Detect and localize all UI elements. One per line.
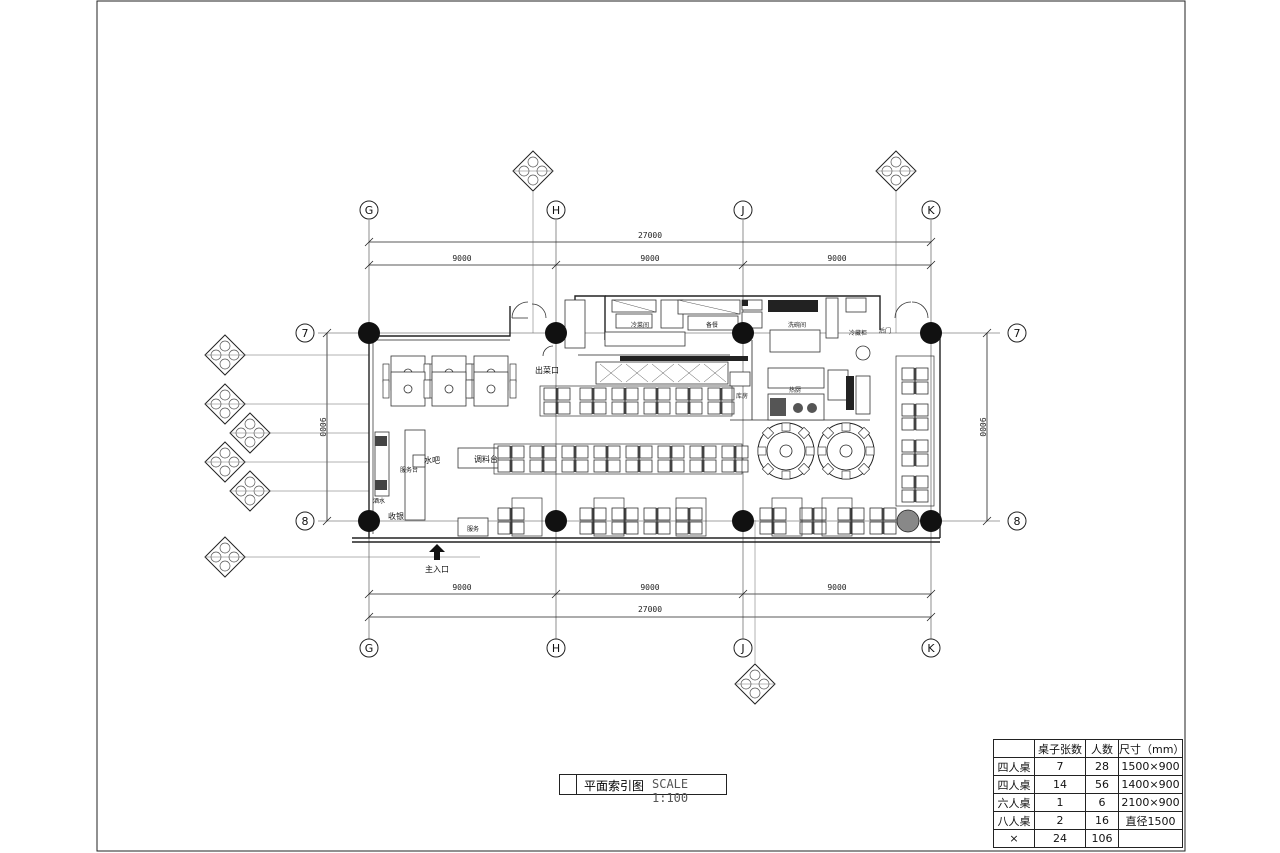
table-frames (493, 355, 935, 537)
label-storage: 库房 (736, 392, 748, 400)
index-leaders (245, 192, 897, 663)
table-row: 八人桌 2 16 直径1500 (993, 811, 1183, 830)
axis-8-left: 8 (302, 515, 309, 528)
dim-top-2: 9000 (640, 254, 659, 263)
kitchen-equipment (374, 297, 871, 537)
plant (896, 509, 920, 533)
table-cell: 四人桌 (993, 775, 1035, 794)
table-cell: 1400×900 (1118, 775, 1183, 794)
structural-columns (358, 322, 942, 532)
table-cell: 2100×900 (1118, 793, 1183, 812)
caption-title: 平面索引图 (584, 779, 645, 793)
axis-H-top: H (552, 204, 560, 217)
axis-G-bottom: G (365, 642, 374, 655)
kitchen-dark-fixtures (375, 300, 854, 490)
dim-bottom-2: 9000 (640, 583, 659, 592)
table-header-row: 桌子张数 人数 尺寸（mm） (993, 739, 1184, 758)
table-row: × 24 106 (993, 829, 1183, 848)
axis-8-right: 8 (1014, 515, 1021, 528)
bottom-dimensions (364, 589, 936, 622)
axis-H-bottom: H (552, 642, 560, 655)
caption-scale: SCALE 1:100 (652, 777, 689, 805)
table-cell: × (993, 829, 1035, 848)
doors (511, 301, 929, 357)
table-cell: 16 (1085, 811, 1119, 830)
dim-bottom-3: 9000 (827, 583, 846, 592)
label-main-entrance: 主入口 (425, 564, 449, 574)
drawing-caption: 平面索引图 SCALE 1:100 (559, 774, 727, 805)
kitchen-counter-lines (599, 299, 741, 383)
table-cell: 106 (1085, 829, 1119, 848)
table-cell: 2 (1034, 811, 1086, 830)
table-header-cell (993, 739, 1035, 758)
top-dimensions (364, 237, 936, 270)
seating-legend-table: 桌子张数 人数 尺寸（mm） 四人桌 7 28 1500×900 四人桌 14 … (993, 739, 1184, 848)
dim-right: 9000 (978, 417, 987, 436)
axis-J-bottom: J (740, 642, 744, 655)
caption-divider (576, 775, 577, 794)
dim-bottom-1: 9000 (452, 583, 471, 592)
side-dimensions (322, 328, 992, 526)
dim-top-1: 9000 (452, 254, 471, 263)
index-markers (204, 150, 917, 705)
label-drinks: 水吧 (424, 455, 440, 465)
axis-7-right: 7 (1014, 327, 1021, 340)
table-cell: 6 (1085, 793, 1119, 812)
table-cell: 八人桌 (993, 811, 1035, 830)
label-cold-dish: 冷菜间 (631, 321, 649, 329)
booth-seating (382, 355, 517, 407)
walls (352, 295, 941, 543)
table-cell (1118, 829, 1183, 848)
dim-top-3: 9000 (827, 254, 846, 263)
dim-left: 9000 (318, 417, 327, 436)
label-service-stn: 服务台 (400, 466, 418, 474)
table-cell: 28 (1085, 757, 1119, 776)
axis-7-left: 7 (302, 327, 309, 340)
table-cell: 7 (1034, 757, 1086, 776)
label-wine: 酒水 (373, 497, 385, 505)
axis-grid (318, 220, 1000, 640)
table-cell: 1 (1034, 793, 1086, 812)
table-cell: 六人桌 (993, 793, 1035, 812)
label-hot-kitchen: 热厨 (789, 386, 801, 394)
dim-top-total: 27000 (638, 231, 662, 240)
table-header-cell: 桌子张数 (1034, 739, 1086, 758)
table-cell: 四人桌 (993, 757, 1035, 776)
label-exit-dish: 出菜口 (535, 365, 559, 375)
label-waiter: 服务 (467, 525, 479, 533)
table-row: 四人桌 7 28 1500×900 (993, 757, 1183, 776)
table-row: 六人桌 1 6 2100×900 (993, 793, 1183, 812)
axis-G-top: G (365, 204, 374, 217)
table-row: 四人桌 14 56 1400×900 (993, 775, 1183, 794)
table-cell: 14 (1034, 775, 1086, 794)
label-chill: 冷藏柜 (849, 329, 867, 337)
table-cell: 24 (1034, 829, 1086, 848)
axis-K-top: K (927, 204, 935, 217)
main-entrance-arrow (429, 544, 445, 560)
label-back-door: 后门 (879, 327, 891, 335)
table-header-cell: 人数 (1085, 739, 1119, 758)
axis-bubbles: G H J K G H J K 7 8 7 8 (295, 200, 1027, 658)
sheet-border (96, 0, 1186, 852)
axis-K-bottom: K (927, 642, 935, 655)
label-cashier: 收银 (388, 511, 404, 521)
label-pantry: 备餐 (706, 321, 718, 329)
table-cell: 直径1500 (1118, 811, 1183, 830)
dim-bottom-total: 27000 (638, 605, 662, 614)
round-tables (757, 422, 875, 480)
table-cell: 56 (1085, 775, 1119, 794)
label-sauce-station: 调料台 (474, 454, 498, 464)
axis-J-top: J (740, 204, 744, 217)
table-header-cell: 尺寸（mm） (1118, 739, 1184, 758)
label-dish-wash: 洗碗间 (788, 321, 806, 329)
table-cell: 1500×900 (1118, 757, 1183, 776)
